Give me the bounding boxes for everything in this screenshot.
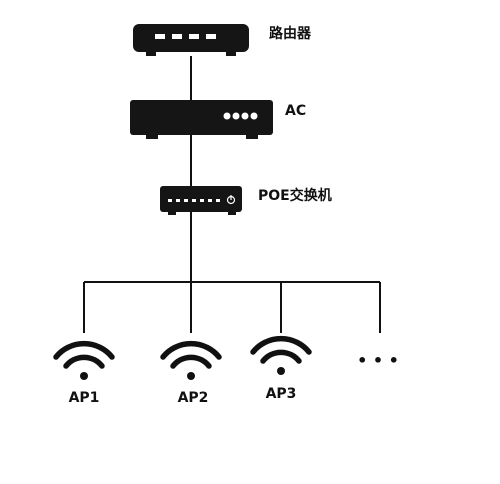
poe-switch-label: POE交换机	[258, 187, 332, 204]
ac-device: AC	[130, 100, 306, 139]
ap1-label: AP1	[69, 390, 100, 406]
poe-switch-icon	[160, 186, 242, 215]
ap3-label: AP3	[266, 386, 297, 402]
ac-label: AC	[285, 103, 306, 119]
ellipsis-icon: • • •	[357, 351, 399, 370]
connection-lines	[83, 56, 381, 333]
wifi-icon	[53, 340, 115, 380]
ap2: AP2	[160, 340, 222, 406]
wifi-icon	[160, 340, 222, 380]
ap1: AP1	[53, 340, 115, 406]
poe-switch-device: POE交换机	[160, 186, 332, 215]
router-device: 路由器	[133, 24, 312, 56]
ap3: AP3	[250, 335, 312, 402]
ap2-label: AP2	[178, 390, 209, 406]
more-aps: • • •	[357, 351, 399, 370]
router-icon	[133, 24, 249, 56]
ac-controller-icon	[130, 100, 273, 139]
wifi-icon	[250, 335, 312, 375]
router-label: 路由器	[269, 25, 312, 42]
